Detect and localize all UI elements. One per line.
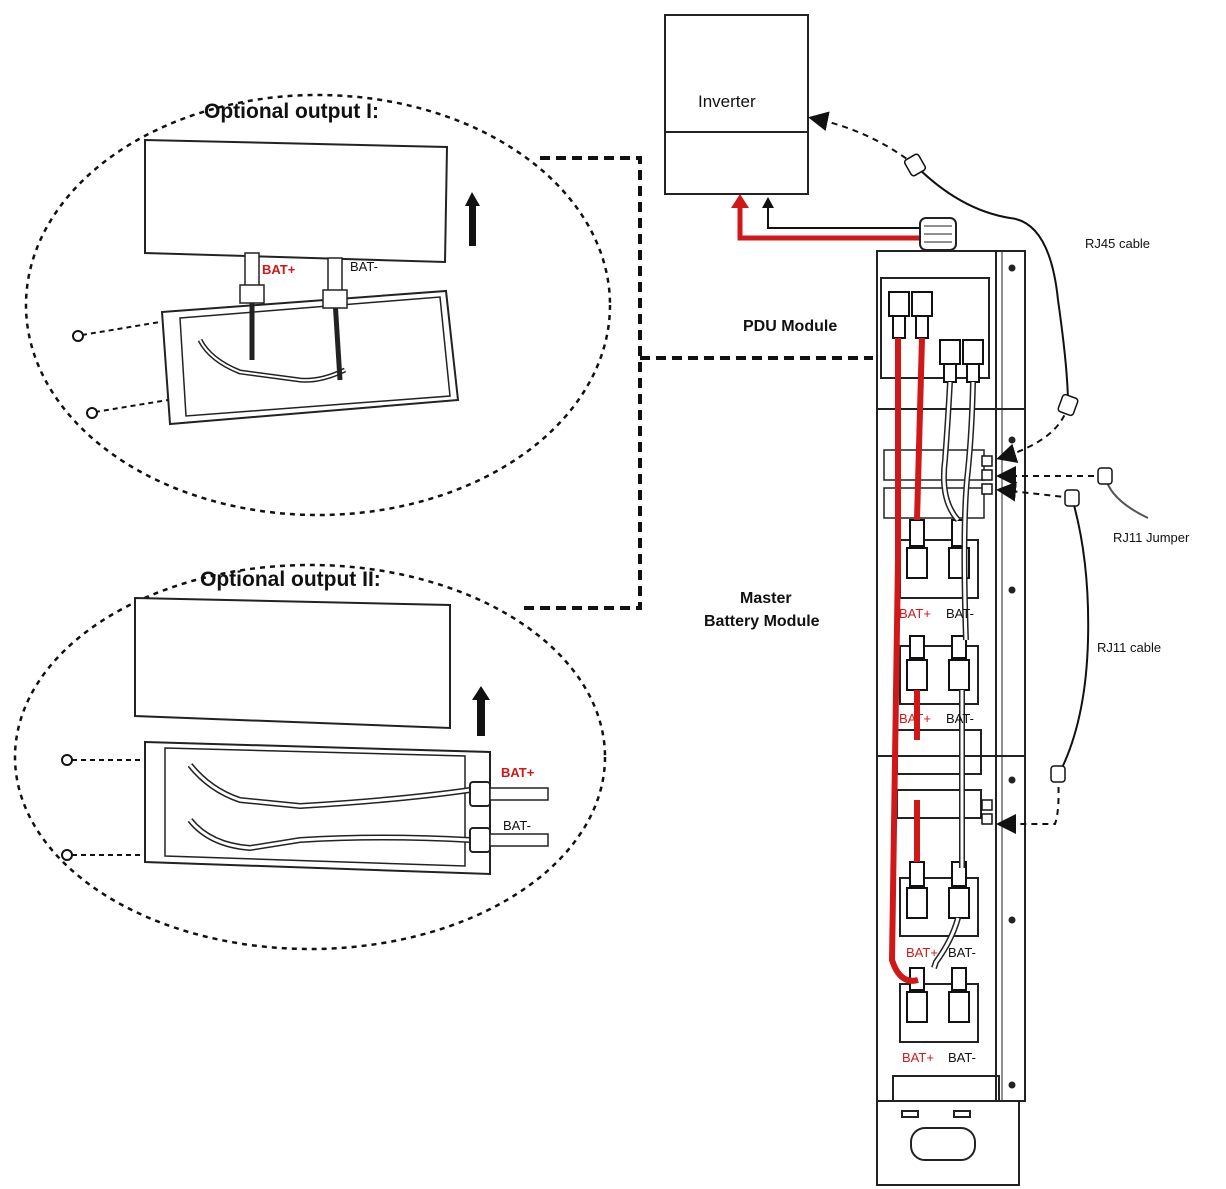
optional-output-1-callout [24, 93, 612, 517]
terminal-3-neg: BAT- [948, 945, 976, 960]
rj-ports [981, 455, 993, 825]
terminal-1-neg: BAT- [946, 606, 974, 621]
terminal-2-neg: BAT- [946, 711, 974, 726]
rj45-cable [808, 111, 1079, 463]
rj11-jumper [996, 466, 1149, 519]
callout-leaders [520, 156, 873, 610]
power-cables-to-inverter [731, 194, 957, 251]
rj11-cable [996, 481, 1090, 834]
rj11-jumper-label: RJ11 Jumper [1113, 530, 1190, 545]
terminal-2-pos: BAT+ [899, 711, 931, 726]
optional-output-2-callout [13, 563, 607, 951]
optional-output-2-bat-pos: BAT+ [501, 765, 535, 780]
optional-output-2-title: Optional output II: [200, 568, 381, 591]
pdu-module-label: PDU Module [743, 318, 838, 335]
terminal-3-pos: BAT+ [906, 945, 938, 960]
internal-cables [888, 337, 976, 984]
rj45-cable-label: RJ45 cable [1085, 236, 1151, 251]
inverter-label: Inverter [698, 92, 756, 111]
inverter-box [664, 14, 809, 195]
rj11-cable-label: RJ11 cable [1097, 640, 1162, 655]
optional-output-1-title: Optional output I: [204, 100, 379, 123]
terminal-4-pos: BAT+ [902, 1050, 934, 1065]
terminal-1-pos: BAT+ [899, 606, 931, 621]
master-label-line2: Battery Module [704, 613, 820, 630]
terminal-4-neg: BAT- [948, 1050, 976, 1065]
optional-output-1-bat-neg: BAT- [350, 259, 378, 274]
master-label-line1: Master [740, 590, 792, 607]
pdu-connectors [888, 291, 984, 383]
optional-output-2-bat-neg: BAT- [503, 818, 531, 833]
optional-output-1-bat-pos: BAT+ [262, 262, 296, 277]
